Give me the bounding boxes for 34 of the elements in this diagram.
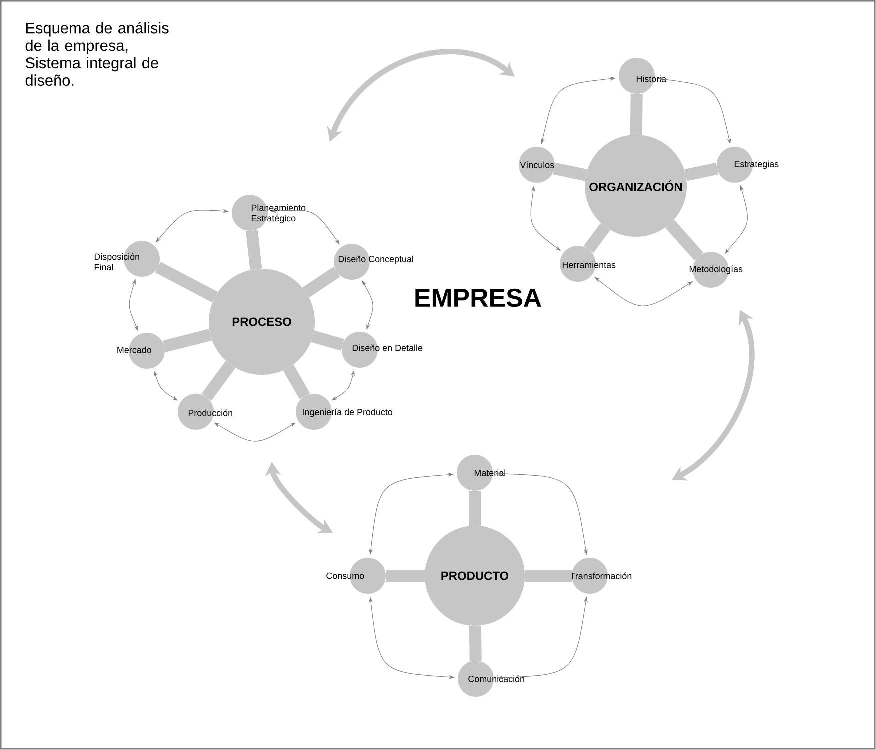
- spoke-bar: [525, 570, 572, 582]
- title: Esquema de análisis de la empresa, Sistema integral de diseño.: [26, 22, 169, 86]
- spoke-bar: [630, 94, 643, 136]
- satellite-label: Comunicación: [468, 676, 524, 682]
- spoke-bar: [584, 223, 610, 254]
- spoke-bar: [684, 162, 719, 182]
- satellite-label: Disposición Final: [94, 253, 140, 271]
- spoke-bar: [553, 162, 588, 182]
- spoke-bar: [163, 329, 212, 352]
- spoke-bar: [283, 364, 310, 400]
- spoke-bar: [302, 266, 340, 298]
- satellite-label: Estrategias: [734, 160, 779, 170]
- spoke-bar: [246, 230, 262, 270]
- satellite-label: Consumo: [326, 572, 364, 580]
- satellite-label: Planeamiento Estratégico: [252, 204, 306, 224]
- spoke-bar: [470, 626, 482, 662]
- satellite-label: Diseño en Detalle: [352, 344, 423, 352]
- spoke-bar: [469, 491, 481, 526]
- satellite-label: Historia: [636, 76, 667, 82]
- satellite-label: Metodologías: [690, 266, 743, 274]
- spoke-bar: [311, 330, 344, 351]
- satellite-label: Diseño Conceptual: [338, 256, 414, 264]
- satellite-label: Vínculos: [520, 162, 554, 168]
- spoke-bar: [202, 361, 236, 402]
- center-heading: EMPRESA: [416, 288, 542, 308]
- satellite-label: Producción: [188, 410, 232, 416]
- satellite-label: Herramientas: [562, 262, 616, 268]
- satellite-label: Material: [474, 470, 506, 476]
- spoke-bar: [665, 220, 704, 261]
- spoke-bar: [386, 570, 425, 582]
- satellite-label: Mercado: [118, 346, 152, 354]
- satellite-label: Transformación: [570, 572, 632, 580]
- spoke-bar: [155, 262, 218, 303]
- satellite-label: Ingeniería de Producto: [303, 408, 393, 418]
